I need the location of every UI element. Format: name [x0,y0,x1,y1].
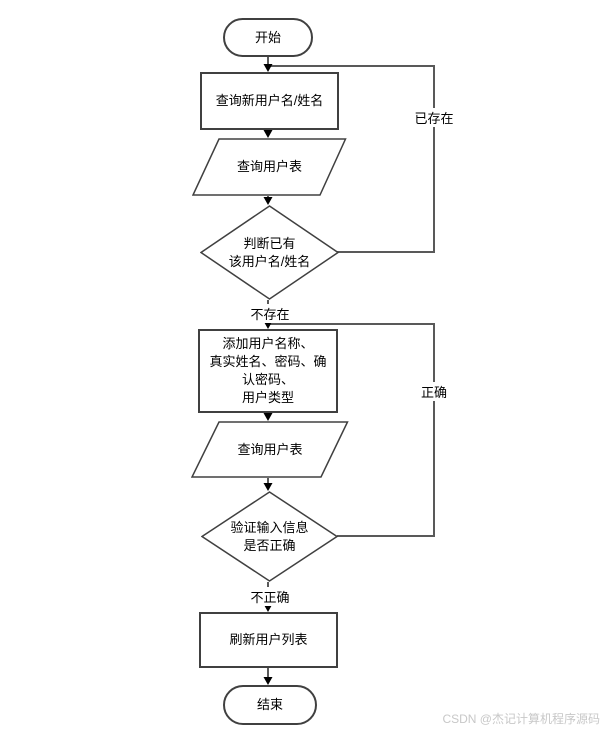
edge-label-correct: 正确 [418,382,450,401]
parallelogram-shape [192,138,347,196]
edge-label-not-exists: 不存在 [248,304,292,323]
node-refresh-list: 刷新用户列表 [199,612,338,668]
diamond-shape [200,205,339,300]
node-label: 验证输入信息 是否正确 [230,519,309,553]
arrowhead [263,130,273,138]
csdn-watermark: CSDN @杰记计算机程序源码 [442,712,600,726]
arrowhead [263,197,273,205]
node-add-user: 添加用户名称、 真实姓名、密码、确 认密码、 用户类型 [198,329,338,413]
node-start: 开始 [223,18,313,57]
arrowhead [263,321,273,329]
node-label: 添加用户名称、 真实姓名、密码、确 认密码、 用户类型 [209,336,327,405]
node-label: 查询新用户名/姓名 [215,93,324,109]
arrowhead [263,413,273,421]
arrowhead [263,677,273,685]
node-check-exists: 判断已有 该用户名/姓名 [200,205,339,300]
arrowhead [263,483,273,491]
node-validate-input: 验证输入信息 是否正确 [201,491,338,582]
node-label: 查询用户表 [237,441,303,457]
node-label: 查询用户表 [236,159,302,175]
parallelogram-shape [191,421,349,478]
edge-label-exists: 已存在 [412,108,456,127]
edge-label-incorrect: 不正确 [248,587,292,606]
arrowhead [263,64,273,72]
node-query-user-table-2: 查询用户表 [191,421,349,478]
arrowhead [263,604,273,612]
node-end: 结束 [223,685,317,725]
node-query-user-table-1: 查询用户表 [192,138,347,196]
node-label: 开始 [254,29,281,45]
connector-correct-loop [268,323,435,537]
diamond-shape [201,491,338,582]
node-label: 刷新用户列表 [229,632,308,648]
node-query-new-user: 查询新用户名/姓名 [200,72,339,130]
connector-exists-loop [268,65,435,253]
node-label: 结束 [256,697,283,713]
node-label: 判断已有 该用户名/姓名 [228,235,311,269]
